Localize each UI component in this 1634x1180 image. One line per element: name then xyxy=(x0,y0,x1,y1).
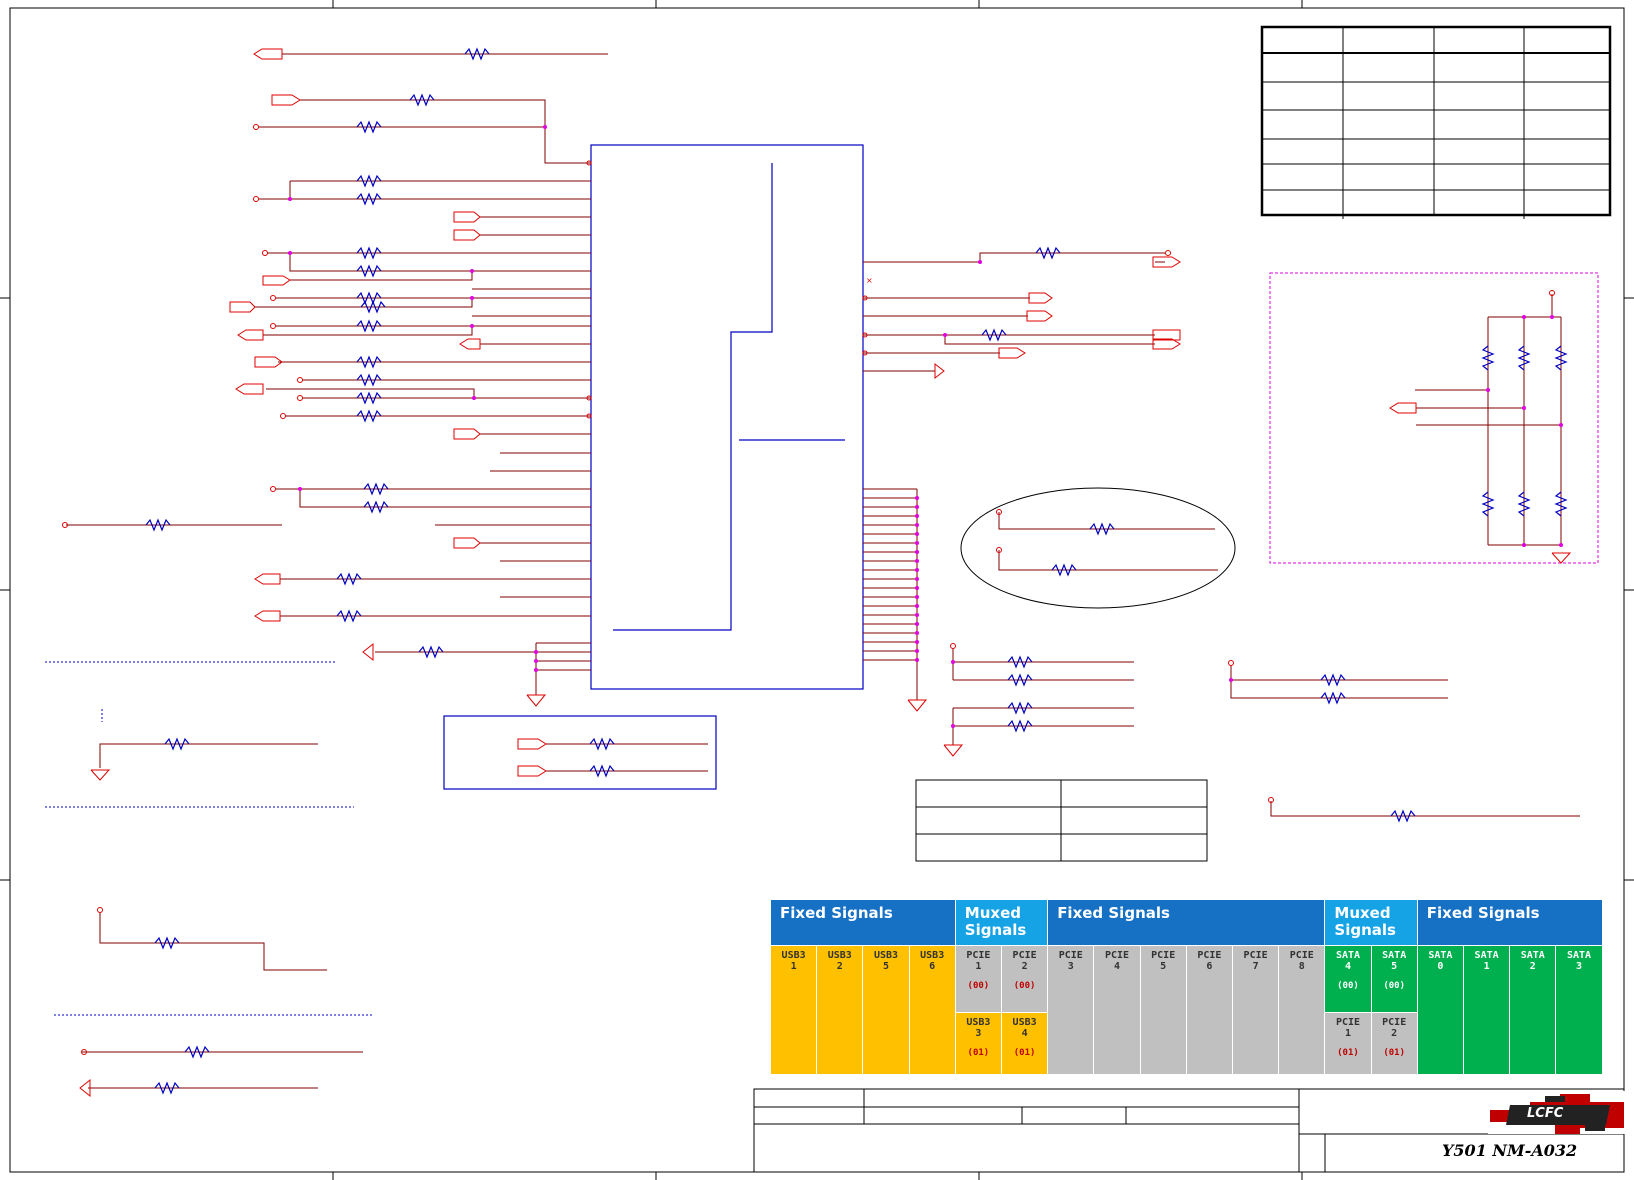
signal-lane-label: PCIE 6 xyxy=(1197,950,1222,972)
signal-lane-cell: PCIE 8 xyxy=(1279,946,1326,1075)
signal-group-header: Muxed Signals xyxy=(1325,900,1417,945)
option-box xyxy=(443,715,717,790)
revision-table xyxy=(1260,25,1612,219)
pullup-group xyxy=(1269,272,1599,564)
signal-lane-alt-cell: PCIE 1 (01) xyxy=(1325,1013,1372,1075)
signal-lane-label: PCIE 4 xyxy=(1104,950,1130,972)
signal-lane-cell: PCIE 1 (00) xyxy=(955,946,1002,1013)
signal-lane-label: SATA 5 xyxy=(1382,950,1407,972)
signal-lane-cell: SATA 1 xyxy=(1464,946,1511,1075)
signal-lane-alt-cell: PCIE 2 (01) xyxy=(1371,1013,1418,1075)
signal-lane-cell: USB3 2 xyxy=(817,946,864,1075)
signal-lane-cell: USB3 1 xyxy=(771,946,818,1075)
mux-select-code: (00) xyxy=(1383,981,1406,991)
signal-group-header: Fixed Signals xyxy=(1417,900,1602,945)
signal-lane-label: PCIE 8 xyxy=(1289,950,1314,972)
signal-lane-cell: USB3 5 xyxy=(863,946,910,1075)
signal-lane-label: PCIE 3 xyxy=(1058,950,1083,972)
signal-lane-cell: SATA 2 xyxy=(1510,946,1557,1075)
right-nets xyxy=(863,252,1165,700)
signal-group-header: Fixed Signals xyxy=(1048,900,1325,945)
signal-lane-label: USB3 3 xyxy=(966,1017,991,1039)
signal-lane-cell: USB3 6 xyxy=(909,946,956,1075)
note-ellipse xyxy=(960,487,1236,609)
signal-lane-label: SATA 1 xyxy=(1474,950,1499,972)
signal-lane-label: PCIE 5 xyxy=(1151,950,1176,972)
signal-lane-cell: SATA 4 (00) xyxy=(1325,946,1372,1013)
signal-lane-label: USB3 4 xyxy=(1012,1017,1037,1039)
signal-lane-cell: SATA 3 xyxy=(1556,946,1603,1075)
signal-lane-cell: SATA 0 xyxy=(1417,946,1464,1075)
mux-select-code: (00) xyxy=(1337,981,1359,991)
bus-pins xyxy=(863,497,917,661)
strap-table xyxy=(915,779,1208,862)
signal-lane-label: SATA 0 xyxy=(1428,950,1453,972)
signal-lane-label: SATA 4 xyxy=(1335,950,1361,972)
signal-lane-cell: SATA 5 (00) xyxy=(1371,946,1418,1013)
signal-lane-cell: PCIE 7 xyxy=(1233,946,1280,1075)
mux-select-code: (01) xyxy=(1383,1048,1406,1058)
signal-lane-cell: PCIE 3 xyxy=(1048,946,1095,1075)
signal-lane-label: USB3 1 xyxy=(781,950,806,972)
mux-select-code: (01) xyxy=(967,1048,990,1058)
signal-lane-label: SATA 2 xyxy=(1520,950,1545,972)
model-number: Y501 NM-A032 xyxy=(1442,1141,1578,1160)
lcfc-logo xyxy=(1488,1091,1625,1134)
resistors-left xyxy=(145,47,490,659)
signal-lane-cell: PCIE 2 (00) xyxy=(1002,946,1049,1013)
signal-lane-label: PCIE 2 xyxy=(1382,1017,1407,1039)
signal-lane-cell: PCIE 6 xyxy=(1186,946,1233,1075)
mux-select-code: (01) xyxy=(1337,1048,1359,1058)
left-nets xyxy=(66,53,608,695)
mux-select-code: (00) xyxy=(1013,981,1036,991)
junction-dots xyxy=(288,125,547,672)
signal-lane-label: USB3 2 xyxy=(827,950,852,972)
logo-text: LCFC xyxy=(1527,1106,1564,1121)
signal-lane-label: PCIE 2 xyxy=(1012,950,1037,972)
signal-lane-alt-cell: USB3 3 (01) xyxy=(955,1013,1002,1075)
signal-group-header: Muxed Signals xyxy=(955,900,1048,945)
pch-ic-block xyxy=(590,144,864,690)
mux-select-code: (00) xyxy=(967,981,990,991)
signal-lane-label: PCIE 7 xyxy=(1243,950,1268,972)
signal-lane-label: USB3 6 xyxy=(920,950,945,972)
signal-lane-cell: PCIE 5 xyxy=(1140,946,1187,1075)
mux-select-code: (01) xyxy=(1013,1048,1036,1058)
ports-left xyxy=(62,48,547,707)
signal-lane-label: SATA 3 xyxy=(1566,950,1592,972)
signal-lane-label: USB3 5 xyxy=(873,950,899,972)
svg-text:×: × xyxy=(866,276,873,285)
signal-lane-label: PCIE 1 xyxy=(966,950,991,972)
signal-lane-alt-cell: USB3 4 (01) xyxy=(1002,1013,1049,1075)
signal-group-header: Fixed Signals xyxy=(771,900,955,945)
signal-lane-label: PCIE 1 xyxy=(1335,1017,1361,1039)
signal-lane-cell: PCIE 4 xyxy=(1094,946,1141,1075)
